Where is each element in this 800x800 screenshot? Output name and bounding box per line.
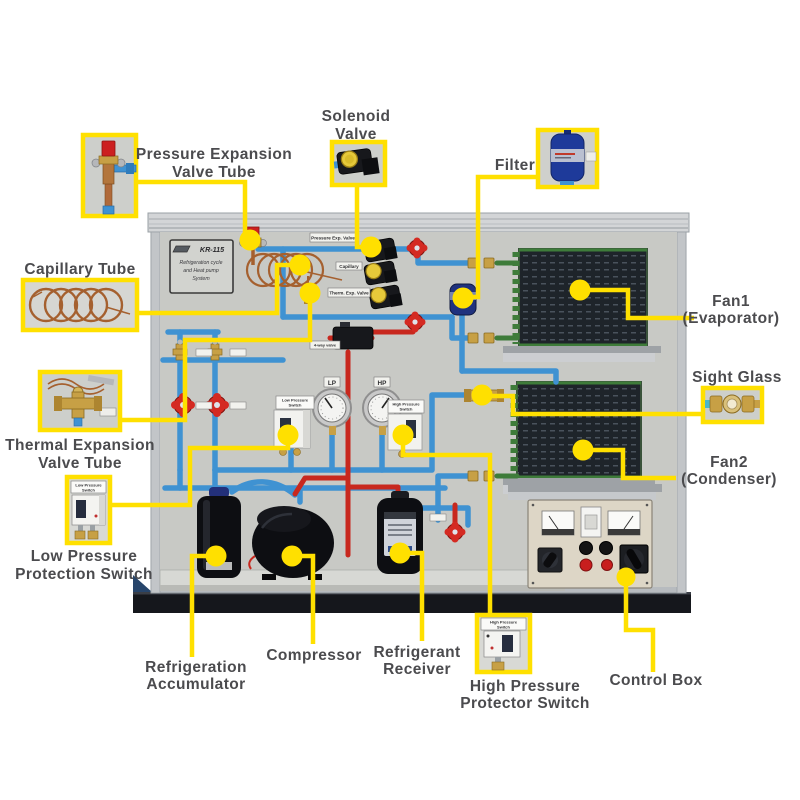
hp-switch-plate-line2: Switch [400, 407, 413, 412]
label-thermal-2: Valve Tube [38, 455, 122, 472]
label-fan2-1: Fan2 [710, 454, 748, 471]
hp-switch-plate-line1: High Pressure [392, 402, 420, 407]
inset-hp-plate-line1: High Pressure [490, 619, 518, 624]
green-connector-tubing [494, 260, 520, 479]
dot-control-box [616, 567, 636, 587]
label-fan1-2: (Evaporator) [683, 310, 780, 327]
label-control-box: Control Box [609, 672, 702, 689]
dot-filter [452, 287, 474, 309]
inset-lp-plate-line2: Switch [82, 487, 95, 492]
plate-four-way-valve: 4-way valve [314, 343, 337, 348]
label-sight-glass: Sight Glass [692, 369, 782, 386]
dot-sight-glass [471, 384, 493, 406]
label-filter: Filter [495, 157, 535, 174]
dot-fan2 [572, 439, 594, 461]
four-way-valve [332, 322, 374, 350]
label-pressure-expansion-2: Valve Tube [172, 164, 256, 181]
plate-capillary: Capillary [339, 264, 359, 269]
dot-receiver [389, 542, 411, 564]
line-high-pressure [400, 437, 493, 614]
evaporator-coil-fan1 [503, 248, 661, 362]
top-frame-extrusion [147, 212, 690, 233]
inset-thermal-expansion-valve [37, 369, 123, 433]
panel-nameplates: Pressure Exp. Valve Capillary Therm. Exp… [195, 232, 447, 522]
line-thermal-expansion [121, 295, 313, 423]
dot-accumulator [205, 545, 227, 567]
inset-capillary-tube [20, 277, 140, 333]
label-accumulator-1: Refrigeration [145, 659, 247, 676]
brand-plate: KR-115 Refrigeration cycle and Heat pump… [169, 239, 234, 294]
brand-line3: System [192, 276, 210, 282]
dot-high-pressure [392, 424, 414, 446]
label-low-pressure-2: Protection Switch [15, 566, 153, 583]
inset-pressure-expansion-valve [80, 132, 139, 219]
control-box [508, 484, 662, 589]
label-thermal-1: Thermal Expansion [5, 437, 155, 454]
rotary-switch-large[interactable] [619, 544, 649, 574]
label-pressure-expansion-1: Pressure Expansion [136, 146, 292, 163]
fan1-shelf [503, 346, 661, 353]
line-fan1 [580, 287, 694, 321]
label-low-pressure-1: Low Pressure [31, 548, 137, 565]
line-fan2 [583, 447, 676, 481]
dot-capillary [289, 254, 311, 276]
inset-sight-glass [700, 385, 765, 425]
knob-right[interactable] [599, 541, 613, 555]
label-receiver-1: Refrigerant [373, 644, 460, 661]
line-capillary [135, 262, 297, 316]
callout-dots [205, 229, 636, 587]
analog-meter-left [541, 510, 575, 536]
label-capillary: Capillary Tube [24, 261, 135, 278]
brand-line2: and Heat pump [183, 268, 219, 274]
callout-lines [111, 174, 702, 672]
rotary-switch-small[interactable] [537, 547, 563, 573]
analog-meter-right [607, 510, 641, 536]
inset-filter [535, 127, 600, 190]
label-fan2-2: (Condenser) [681, 471, 777, 488]
inset-solenoid-valve [329, 139, 388, 188]
label-solenoid-1: Solenoid [322, 108, 391, 125]
dot-low-pressure [277, 424, 299, 446]
knob-left[interactable] [579, 541, 593, 555]
model-number: KR-115 [200, 245, 225, 254]
label-solenoid-2: Valve [335, 126, 377, 143]
power-breaker[interactable] [580, 506, 602, 538]
label-fan1-1: Fan1 [712, 293, 750, 310]
callout-labels: Pressure Expansion Valve Tube Solenoid V… [5, 108, 782, 712]
fan2-shelf [503, 478, 655, 485]
lp-switch-plate-line2: Switch [289, 403, 302, 408]
red-button-right[interactable] [601, 559, 613, 571]
plate-hp: HP [378, 380, 388, 387]
dot-fan1 [569, 279, 591, 301]
line-pressure-expansion [136, 179, 248, 240]
plate-lp: LP [328, 380, 337, 387]
dot-pressure-expansion [239, 229, 261, 251]
low-pressure-gauge [312, 388, 352, 435]
label-accumulator-2: Accumulator [146, 676, 245, 693]
inset-hp-plate-line2: Switch [497, 624, 510, 629]
inset-high-pressure-switch: High Pressure Switch [474, 612, 533, 675]
dot-solenoid [360, 236, 382, 258]
line-control-box [623, 578, 656, 672]
label-compressor: Compressor [266, 647, 361, 664]
label-receiver-2: Receiver [383, 661, 451, 678]
inset-low-pressure-switch: Low Pressure Switch [64, 474, 113, 546]
plate-pressure-exp-valve: Pressure Exp. Valve [311, 236, 355, 241]
inset-lp-plate-line1: Low Pressure [75, 482, 102, 487]
brand-line1: Refrigeration cycle [180, 260, 223, 266]
left-frame-post [150, 231, 161, 594]
line-sight-glass [482, 393, 702, 417]
plate-therm-exp-valve: Therm. Exp. Valve [329, 291, 369, 296]
dot-compressor [281, 545, 303, 567]
brand-logo [172, 245, 191, 253]
dot-thermal-expansion [299, 282, 321, 304]
red-button-left[interactable] [579, 558, 593, 572]
lp-switch-plate-line1: Low Pressure [282, 398, 309, 403]
label-high-pressure-1: High Pressure [470, 678, 580, 695]
label-high-pressure-2: Protector Switch [460, 695, 590, 712]
red-handwheel-valves [171, 237, 466, 543]
